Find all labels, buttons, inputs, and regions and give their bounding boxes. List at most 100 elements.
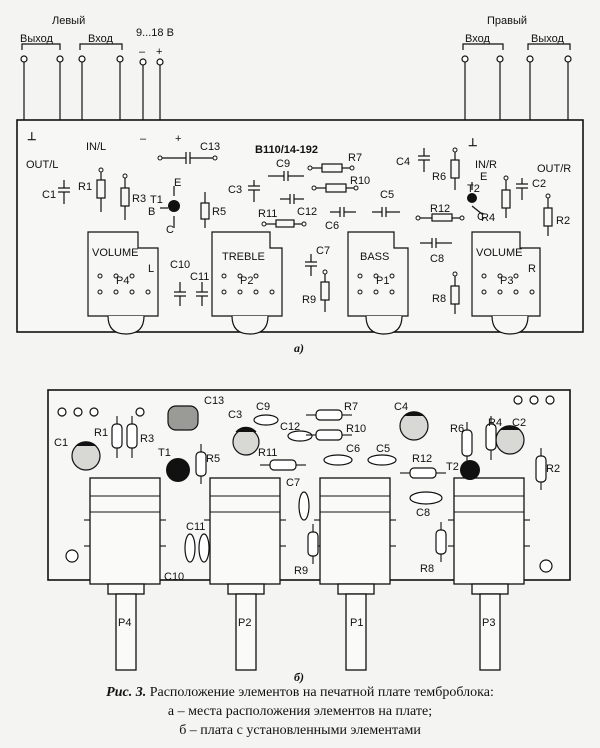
bottom-label-r5: R5 [206,453,220,465]
bottom-label-c11: C11 [186,521,205,533]
bottom-label-c6: C6 [346,443,360,455]
bottom-film-caps [184,414,443,563]
bottom-part-labels: C13 C3 C9 R7 C12 R10 C4 R6 R4 C2 C1 R1 R… [54,395,560,583]
subfigure-label-a: а) [294,341,304,355]
top-label-c10: C10 [170,259,190,271]
left-out-label: Выход [20,33,53,45]
supply-label: 9...18 В [136,27,174,39]
board-code: B110/14-192 [255,144,318,156]
bottom-label-r4: R4 [488,417,502,429]
ground-symbol-r: ⊥ [468,137,478,149]
top-label-c13: C13 [200,141,220,153]
top-label-c4: C4 [396,156,410,168]
top-label-r9: R9 [302,294,316,306]
top-label-c11: C11 [190,271,209,283]
top-label-r11: R11 [258,208,277,220]
caption-text-1: Расположение элементов на печатной плате… [146,685,494,700]
bottom-label-c10: C10 [164,571,184,583]
in-l-label: IN/L [86,141,106,153]
bottom-resistors [111,409,547,557]
top-label-r2: R2 [556,215,570,227]
caption-line-1: Рис. 3. Расположение элементов на печатн… [0,683,600,702]
right-out-label: Выход [531,33,564,45]
top-label-c-t1: C [166,224,174,236]
bottom-label-c2: C2 [512,417,526,429]
top-label-c3: C3 [228,184,242,196]
bottom-electrolytics [71,411,525,471]
top-label-c2: C2 [532,178,546,190]
top-label-r3: R3 [132,193,146,205]
pot-p3-ref: P3 [500,275,513,287]
wire-terminals [20,55,572,66]
pot-p4-side: L [148,263,154,275]
bottom-label-t2: T2 [446,461,459,473]
right-title: Правый [487,15,527,27]
top-label-r5: R5 [212,206,226,218]
top-label-c7: C7 [316,245,330,257]
supply-minus: – [139,46,146,58]
bottom-label-c1: C1 [54,437,68,449]
pot-p3-side: R [528,263,536,275]
pot-p2-ref: P2 [240,275,253,287]
shaft-p4-label: P4 [118,617,131,629]
bottom-label-r2: R2 [546,463,560,475]
top-label-c-t2: C [477,211,485,223]
bottom-label-c12: C12 [280,421,300,433]
bottom-label-r6: R6 [450,423,464,435]
top-label-r12: R12 [430,203,450,215]
top-label-c5: C5 [380,189,394,201]
bottom-mounting-holes [57,395,555,573]
out-r-label: OUT/R [537,163,571,175]
top-label-r7: R7 [348,152,362,164]
pot-p4-name: VOLUME [92,247,138,259]
top-label-c8: C8 [430,253,444,265]
bottom-pot-ribs [84,495,530,547]
bottom-transistors [166,458,480,482]
left-title: Левый [52,15,85,27]
bottom-label-t1: T1 [158,447,171,459]
ground-symbol-l: ⊥ [27,131,37,143]
top-label-c6: C6 [325,220,339,232]
bottom-c13-body [167,405,199,431]
shaft-p3-label: P3 [482,617,495,629]
pot-p4-ref: P4 [116,275,129,287]
top-transistors [168,193,477,212]
top-label-c9: C9 [276,158,290,170]
bottom-label-r10: R10 [346,423,366,435]
top-label-c12: C12 [297,206,317,218]
supply-minus-pad: – [140,133,147,145]
pot-p2-name: TREBLE [222,251,265,263]
bottom-label-r7: R7 [344,401,358,413]
bottom-label-c8: C8 [416,507,430,519]
top-label-e2: E [480,171,487,183]
caption-line-3: б – плата с установленными элементами [179,723,421,738]
t1-body [168,200,180,212]
pot-p1-name: BASS [360,251,389,263]
top-component-symbols [58,148,553,314]
shaft-p1-label: P1 [350,617,363,629]
top-label-t1: T1 [150,194,163,206]
top-label-r1: R1 [78,181,92,193]
caption-title: Рис. 3. [106,685,147,700]
bottom-label-r9: R9 [294,565,308,577]
right-in-label: Вход [465,33,490,45]
out-l-label: OUT/L [26,159,58,171]
top-pot-pins [97,273,535,295]
top-label-r6: R6 [432,171,446,183]
top-label-c1: C1 [42,189,56,201]
top-label-r8: R8 [432,293,446,305]
shaft-p2-label: P2 [238,617,251,629]
left-in-label: Вход [88,33,113,45]
in-r-label: IN/R [475,159,497,171]
subfigure-label-b: б) [294,670,304,684]
caption-line-2: а – места расположения элементов на плат… [167,704,433,719]
bottom-label-r1: R1 [94,427,108,439]
top-label-e1: E [174,177,181,189]
pot-p1-ref: P1 [376,275,389,287]
supply-plus-pad: + [175,133,181,145]
bottom-label-c7: C7 [286,477,300,489]
top-small-pads [98,147,551,277]
figure-caption: Рис. 3. Расположение элементов на печатн… [0,683,600,740]
bottom-label-r12: R12 [412,453,432,465]
